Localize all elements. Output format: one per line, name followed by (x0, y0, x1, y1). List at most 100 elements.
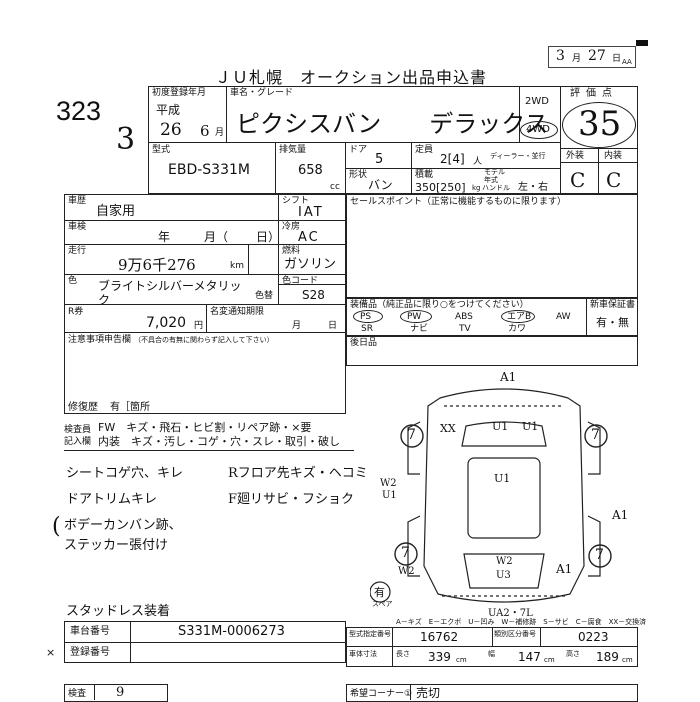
load-label: 積載 (415, 170, 434, 180)
precaution-label: 注意事項申告欄 (68, 335, 132, 345)
dmg-ua2: UA2・7L (488, 608, 533, 619)
equip-leather: カワ (508, 324, 527, 334)
date-box (548, 46, 636, 68)
interior-label: 内装 (604, 151, 623, 161)
repair-label: 修復歴 (68, 402, 98, 413)
height-unit: cm (622, 656, 633, 664)
rear-seat-label: 後日品 (350, 338, 378, 348)
dmg-a1-lower: A1 (556, 562, 573, 576)
form-title: ＪＵ札幌 オークション出品申込書 (215, 68, 488, 87)
handle-value: 左・右 (518, 182, 548, 193)
width-label: 幅 (488, 650, 495, 658)
type-value: EBD-S331M (168, 162, 250, 178)
note-line-3: ボデーカンバン跡、 (64, 518, 182, 533)
date-day: 27 (588, 48, 606, 64)
grade-label: 評価点 (570, 88, 618, 99)
dmg-a1-top: A1 (500, 370, 517, 384)
note-line-5: Rフロア先キズ・ヘコミ (228, 466, 368, 481)
dmg-xx: XX (440, 422, 456, 435)
length-value: 339 (428, 650, 451, 664)
inspector-row-2: 内装 キズ・汚し・コゲ・穴・スレ・取引・破し (98, 435, 340, 448)
equip-airbag-circle (501, 310, 535, 323)
tire-rr: 7 (595, 547, 604, 563)
deadline-label: 名変通知期限 (210, 307, 265, 317)
capacity-label: 定員 (415, 145, 434, 155)
new-reg-label: 新車保証書 (590, 300, 636, 310)
repair-value: 有［箇所 (110, 402, 150, 413)
capacity-value: 2[4] (440, 152, 465, 166)
sales-point-label: セールスポイント（正常に機能するものに限ります） (350, 197, 567, 207)
dmg-w2-center: W2 (496, 556, 513, 567)
chassis-value: S331M-0006273 (178, 624, 285, 639)
spare-caption: スペア (372, 600, 393, 608)
dmg-w2-low: W2 (398, 566, 415, 577)
damage-legend: A－キズ E－エクボ U－凹み W－補修跡 S－サビ C－腐食 XX－交換済 (396, 618, 647, 626)
fuel-value: ガソリン (284, 257, 337, 272)
class-value: 0223 (578, 630, 609, 644)
dmg-u1-right: U1 (522, 420, 539, 433)
equip-tv: TV (459, 324, 471, 334)
sales-point-box (346, 194, 638, 298)
grade-score: 35 (578, 104, 622, 144)
tire-fr: 7 (591, 427, 600, 443)
model-name-label: 車名・グレード (230, 88, 294, 98)
drive-2wd: 2WD (525, 96, 549, 107)
dmg-w2-left: W2 (380, 478, 397, 489)
chassis-label: 車台番号 (70, 626, 110, 637)
grade-score-circle (562, 102, 636, 148)
dmg-u1-lower: U1 (382, 490, 397, 501)
load-unit: kg (472, 184, 481, 192)
length-label: 長さ (396, 650, 410, 658)
spare-mark: 有 (374, 586, 385, 599)
reg-label: 登録番号 (70, 647, 110, 658)
model-name: ピクシスバン デラックス (236, 110, 549, 138)
capacity-unit: 人 (473, 157, 483, 167)
color-label: 色 (68, 276, 78, 286)
note-line-6: F廻リサビ・フショク (228, 492, 355, 507)
equipment-label: 装備品（純正品に限り○をつけてください） (350, 300, 529, 310)
equip-aw: AW (556, 312, 571, 322)
inspector-label-1: 検査員 (64, 425, 92, 435)
date-month-label: 月 (572, 54, 582, 64)
fuel-label: 燃料 (282, 246, 301, 256)
recycle-value: 7,020 (146, 315, 187, 331)
recycle-label: R券 (68, 307, 84, 317)
dmg-u1-left: U1 (492, 420, 509, 433)
cert-label: 型式指定番号 (349, 630, 391, 638)
tire-rl: 7 (401, 545, 410, 561)
width-value: 147 (518, 650, 541, 664)
tire-fl: 7 (407, 427, 416, 443)
disp-unit: cc (330, 182, 340, 192)
type-label: 型式 (152, 145, 171, 155)
doors-label: ドア (349, 145, 368, 155)
cert-value: 16762 (420, 630, 459, 644)
corner-mark (636, 40, 648, 46)
width-unit: cm (544, 656, 555, 664)
drive-4wd: 4WD (526, 124, 550, 135)
body-label: 形状 (349, 170, 368, 180)
handwritten-mark: 3 (116, 122, 136, 157)
handle-label: ハンドル (482, 184, 510, 192)
equip-abs: ABS (455, 312, 473, 322)
first-reg-label: 初度登録年月 (152, 88, 207, 98)
lot-number: 323 (56, 96, 102, 126)
note-line-2: ドアトリムキレ (66, 492, 158, 507)
color-value: ブライトシルバーメタリック (98, 279, 242, 307)
dealer-label: ディーラー・並行 (490, 152, 546, 160)
mileage-unit: km (230, 261, 244, 271)
recycle-unit: 円 (194, 321, 204, 331)
vehicle-info-box (148, 86, 638, 194)
dmg-u3-center: U3 (496, 570, 511, 581)
first-reg-year: 26 (160, 120, 182, 140)
note-bracket: ( (52, 514, 61, 539)
height-value: 189 (596, 650, 619, 664)
equip-pw-circle (400, 310, 432, 323)
color-code-label: 色コード (282, 276, 319, 286)
equip-airbag: エアB (507, 312, 532, 322)
body-value: バン (368, 178, 393, 192)
equipment-box (346, 298, 638, 336)
equip-navi: ナビ (410, 324, 429, 334)
history-label: 車歴 (68, 196, 87, 206)
ac-label: 冷房 (282, 222, 301, 232)
car-damage-diagram (370, 388, 612, 603)
